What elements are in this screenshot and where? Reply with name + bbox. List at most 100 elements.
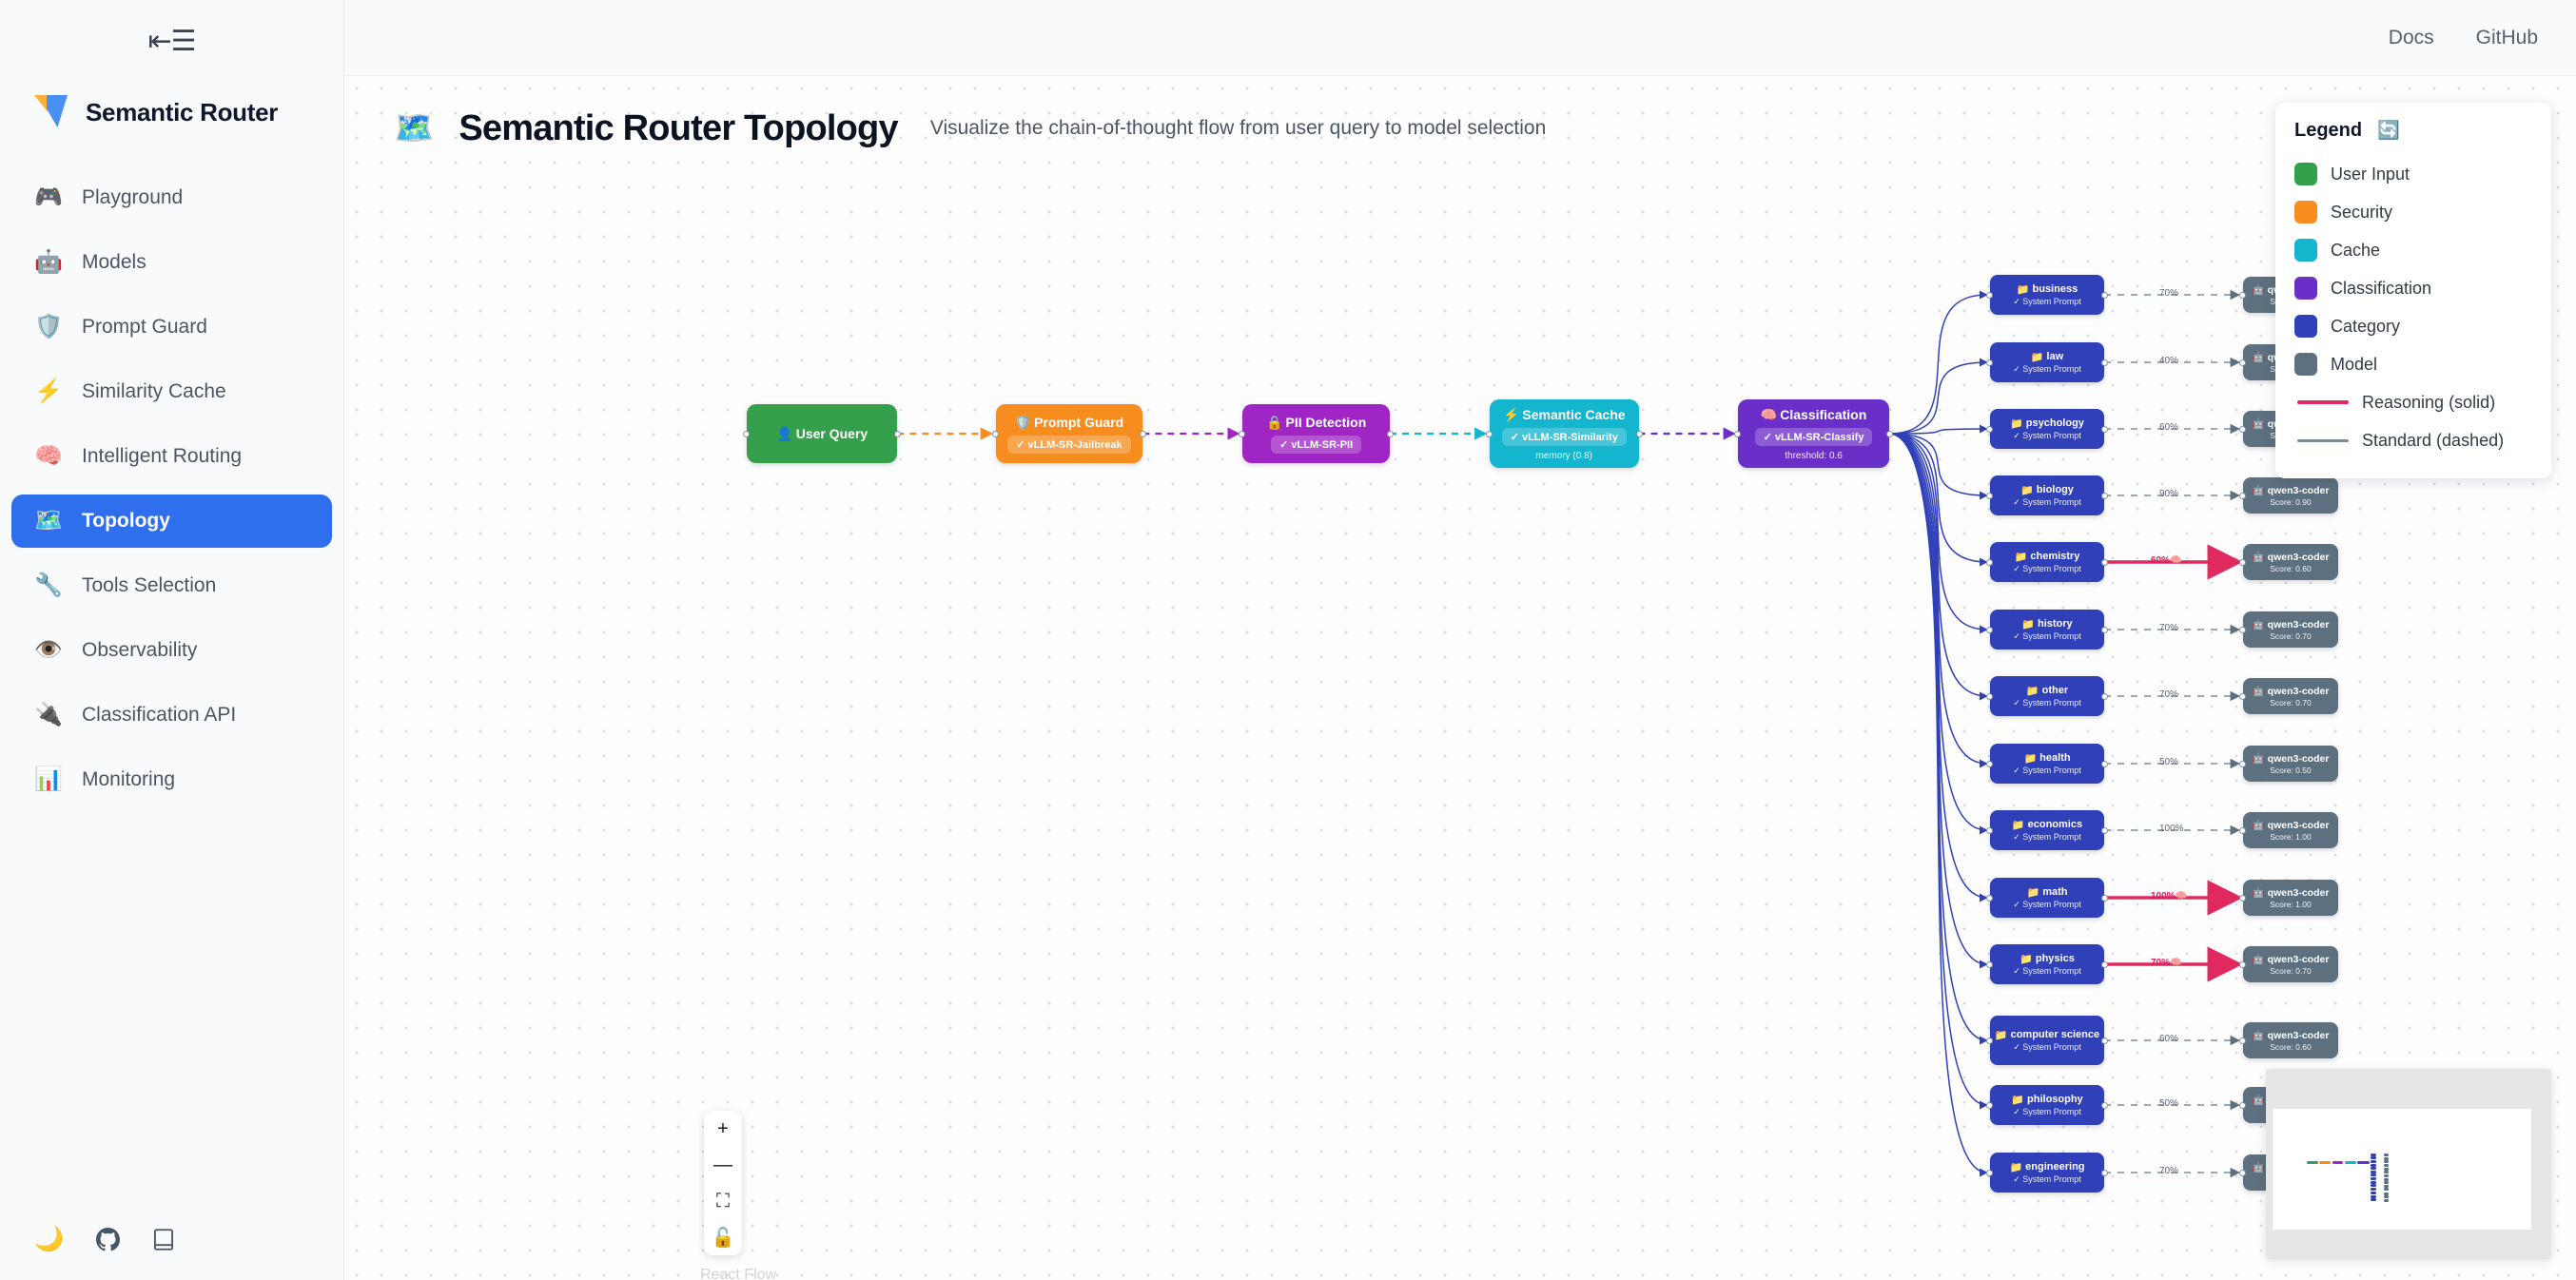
handle-left[interactable] [2239,492,2246,499]
sidebar-item-monitoring[interactable]: 📊Monitoring [11,753,332,806]
handle-right[interactable] [894,430,902,437]
handle-left[interactable] [2239,425,2246,433]
fit-view-button[interactable]: ⛶ [716,1190,730,1212]
node-category-business[interactable]: 📁business✓ System Prompt [1986,275,2108,315]
github-icon[interactable] [96,1227,121,1251]
handle-left[interactable] [1986,692,1993,700]
handle-right[interactable] [2101,1101,2108,1109]
handle-left[interactable] [2239,760,2246,767]
node-prompt-guard[interactable]: 🛡️Prompt Guard✓ vLLM-SR-Jailbreak [991,404,1147,463]
topology-canvas[interactable]: 🗺️ Semantic Router Topology Visualize th… [344,76,2576,1280]
handle-right[interactable] [2101,492,2108,499]
handle-left[interactable] [2239,1101,2246,1109]
handle-left[interactable] [2239,291,2246,299]
dark-mode-toggle-icon[interactable]: 🌙 [34,1225,65,1252]
node-category-engineering[interactable]: 📁engineering✓ System Prompt [1986,1153,2108,1193]
handle-left[interactable] [2239,359,2246,366]
handle-left[interactable] [2239,826,2246,834]
zoom-in-button[interactable]: + [717,1117,729,1139]
node-category-other[interactable]: 📁other✓ System Prompt [1986,676,2108,716]
handle-left[interactable] [1734,430,1742,437]
handle-right[interactable] [2101,960,2108,968]
handle-left[interactable] [1986,760,1993,767]
handle-left[interactable] [2239,626,2246,633]
handle-left[interactable] [1986,492,1993,499]
handle-left[interactable] [1986,826,1993,834]
sidebar-item-similarity-cache[interactable]: ⚡Similarity Cache [11,365,332,418]
sidebar-item-topology[interactable]: 🗺️Topology [11,495,332,548]
handle-right[interactable] [2101,626,2108,633]
handle-right[interactable] [1140,430,1147,437]
handle-right[interactable] [2101,291,2108,299]
handle-right[interactable] [1885,430,1893,437]
zoom-out-button[interactable]: — [713,1154,732,1175]
handle-right[interactable] [2101,692,2108,700]
handle-left[interactable] [2239,692,2246,700]
node-category-economics[interactable]: 📁economics✓ System Prompt [1986,810,2108,850]
sidebar-item-observability[interactable]: 👁️Observability [11,624,332,677]
sidebar-collapse-icon[interactable]: ⇤☰ [147,25,196,57]
node-category-health[interactable]: 📁health✓ System Prompt [1986,744,2108,784]
handle-left[interactable] [1986,960,1993,968]
node-category-philosophy[interactable]: 📁philosophy✓ System Prompt [1986,1085,2108,1125]
node-category-biology[interactable]: 📁biology✓ System Prompt [1986,475,2108,515]
node-category-psychology[interactable]: 📁psychology✓ System Prompt [1986,409,2108,449]
node-category-math[interactable]: 📁math✓ System Prompt [1986,878,2108,918]
handle-right[interactable] [1635,430,1643,437]
sidebar-item-prompt-guard[interactable]: 🛡️Prompt Guard [11,301,332,354]
handle-right[interactable] [2101,558,2108,566]
handle-left[interactable] [1986,626,1993,633]
node-category-history[interactable]: 📁history✓ System Prompt [1986,610,2108,650]
handle-right[interactable] [2101,425,2108,433]
sidebar-item-playground[interactable]: 🎮Playground [11,171,332,224]
handle-left[interactable] [1986,1037,1993,1044]
handle-right[interactable] [1387,430,1395,437]
handle-left[interactable] [743,430,751,437]
handle-right[interactable] [2101,1169,2108,1176]
handle-right[interactable] [2101,894,2108,902]
lock-button[interactable]: 🔓 [711,1227,735,1249]
handle-left[interactable] [2239,960,2246,968]
handle-left[interactable] [1986,1101,1993,1109]
node-category-computer-science[interactable]: 📁computer science✓ System Prompt [1986,1016,2108,1065]
handle-left[interactable] [1486,430,1493,437]
handle-left[interactable] [1986,558,1993,566]
handle-right[interactable] [2101,1037,2108,1044]
handle-right[interactable] [2101,760,2108,767]
node-pii-detection[interactable]: 🔒PII Detection✓ vLLM-SR-PII [1239,404,1395,463]
handle-left[interactable] [2239,1037,2246,1044]
react-flow-attribution[interactable]: React Flow [700,1267,777,1280]
sidebar-item-classification-api[interactable]: 🔌Classification API [11,688,332,742]
handle-left[interactable] [2239,1169,2246,1176]
handle-left[interactable] [1986,359,1993,366]
sidebar-item-intelligent-routing[interactable]: 🧠Intelligent Routing [11,430,332,483]
sidebar-item-models[interactable]: 🤖Models [11,236,332,289]
handle-right[interactable] [2101,359,2108,366]
book-icon[interactable] [152,1228,175,1251]
handle-right[interactable] [2101,826,2108,834]
handle-left[interactable] [1239,430,1246,437]
minimap[interactable] [2266,1069,2551,1259]
topbar-github-link[interactable]: GitHub [2475,26,2538,48]
handle-left[interactable] [1986,894,1993,902]
refresh-icon[interactable]: 🔄 [2377,121,2400,141]
handle-left[interactable] [991,430,999,437]
topbar-docs-link[interactable]: Docs [2388,26,2434,48]
handle-left[interactable] [2239,558,2246,566]
node-user-query[interactable]: 👤User Query [743,404,902,463]
handle-left[interactable] [1986,1169,1993,1176]
sidebar-item-tools-selection[interactable]: 🔧Tools Selection [11,559,332,612]
node-category-law[interactable]: 📁law✓ System Prompt [1986,342,2108,382]
handle-left[interactable] [1986,291,1993,299]
node-category-physics[interactable]: 📁physics✓ System Prompt [1986,944,2108,984]
